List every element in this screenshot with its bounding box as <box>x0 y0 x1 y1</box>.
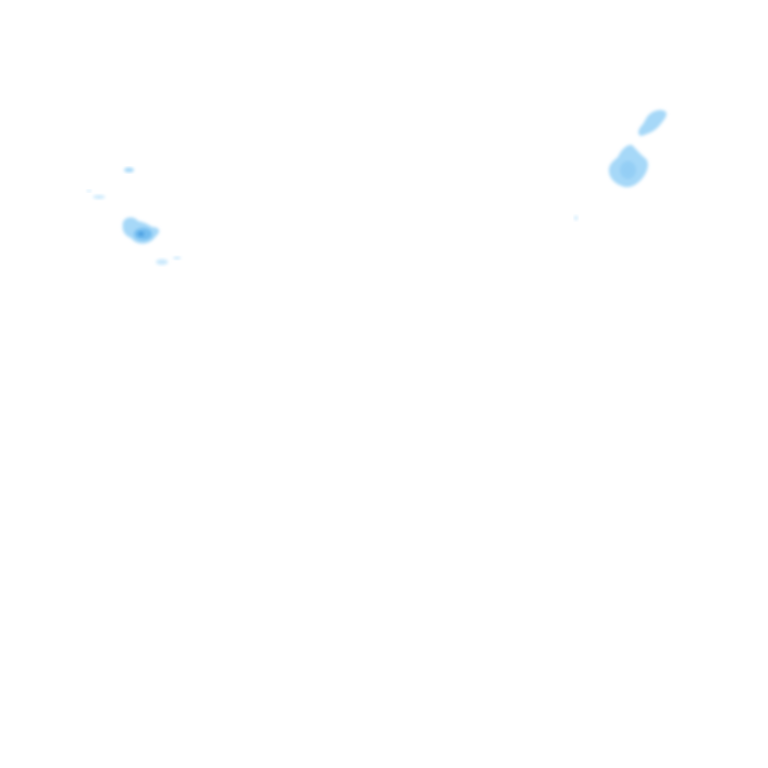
precip-cell-east-inner <box>620 161 636 179</box>
precip-cell-west-small-c <box>156 259 168 265</box>
precip-cell-west-small-e <box>173 256 181 260</box>
precip-cell-west-small-d <box>87 189 91 193</box>
precip-cell-east-tail <box>638 109 667 136</box>
precip-cluster-east <box>574 109 667 221</box>
precip-cell-west-center <box>138 231 144 237</box>
precip-cluster-west <box>87 167 181 265</box>
precip-cell-west-small-b <box>93 195 105 199</box>
precip-cell-east-fleck <box>574 215 578 221</box>
precip-cell-west-small-a <box>124 167 134 173</box>
